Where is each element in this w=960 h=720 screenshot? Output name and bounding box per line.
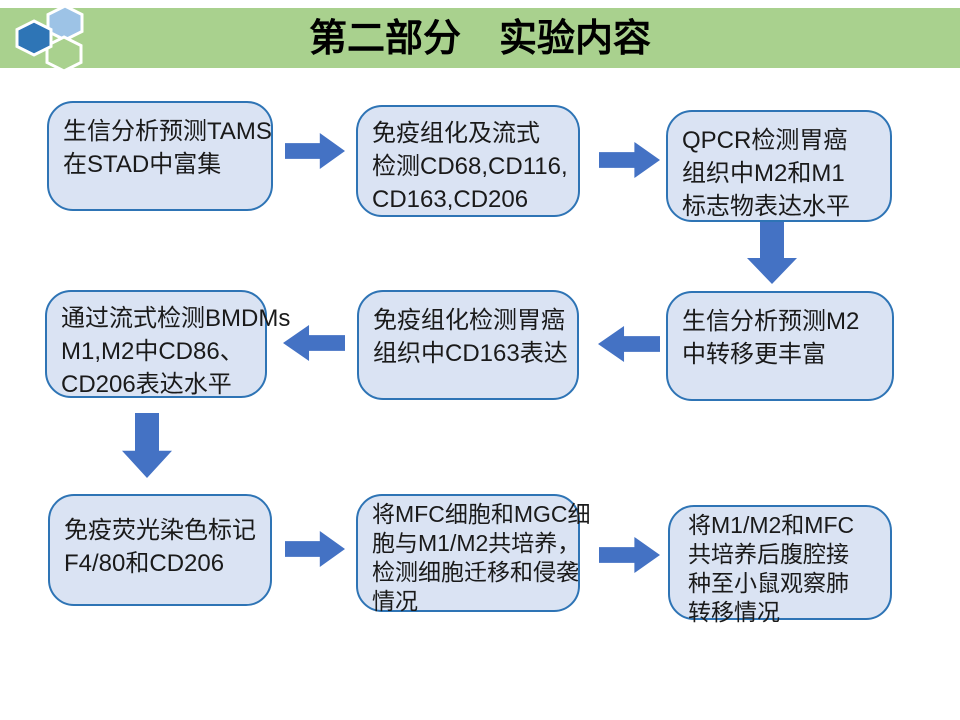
arrow-3-to-4-icon: [747, 222, 797, 284]
flow-box-7: 免疫荧光染色标记 F4/80和CD206: [48, 494, 272, 606]
flow-box-1: 生信分析预测TAMS 在STAD中富集: [47, 101, 273, 211]
arrow-5-to-6-icon: [283, 325, 345, 361]
arrow-7-to-8-icon: [285, 531, 345, 567]
flow-box-5: 免疫组化检测胃癌 组织中CD163表达: [357, 290, 579, 400]
arrow-1-to-2-icon: [285, 133, 345, 169]
light-blue-hexagon-icon: [46, 4, 84, 42]
page-title: 第二部分 实验内容: [308, 18, 651, 60]
arrow-8-to-9-icon: [599, 537, 660, 573]
arrow-4-to-5-icon: [598, 326, 660, 362]
hexagon-logo-icon: [15, 4, 84, 73]
dark-blue-hexagon-icon: [15, 19, 53, 57]
arrow-2-to-3-icon: [599, 142, 660, 178]
arrow-6-to-7-icon: [122, 413, 172, 478]
flow-box-4: 生信分析预测M2 中转移更丰富: [666, 291, 894, 401]
flow-box-3: QPCR检测胃癌 组织中M2和M1 标志物表达水平: [666, 110, 892, 222]
title-bar: [0, 8, 960, 68]
flow-box-6: 通过流式检测BMDMs M1,M2中CD86、 CD206表达水平: [45, 290, 290, 398]
flow-box-9: 将M1/M2和MFC 共培养后腹腔接 种至小鼠观察肺 转移情况: [668, 505, 892, 625]
flow-box-2: 免疫组化及流式 检测CD68,CD116, CD163,CD206: [356, 105, 580, 217]
flow-box-8: 将MFC细胞和MGC细 胞与M1/M2共培养， 检测细胞迁移和侵袭 情况: [356, 494, 590, 614]
